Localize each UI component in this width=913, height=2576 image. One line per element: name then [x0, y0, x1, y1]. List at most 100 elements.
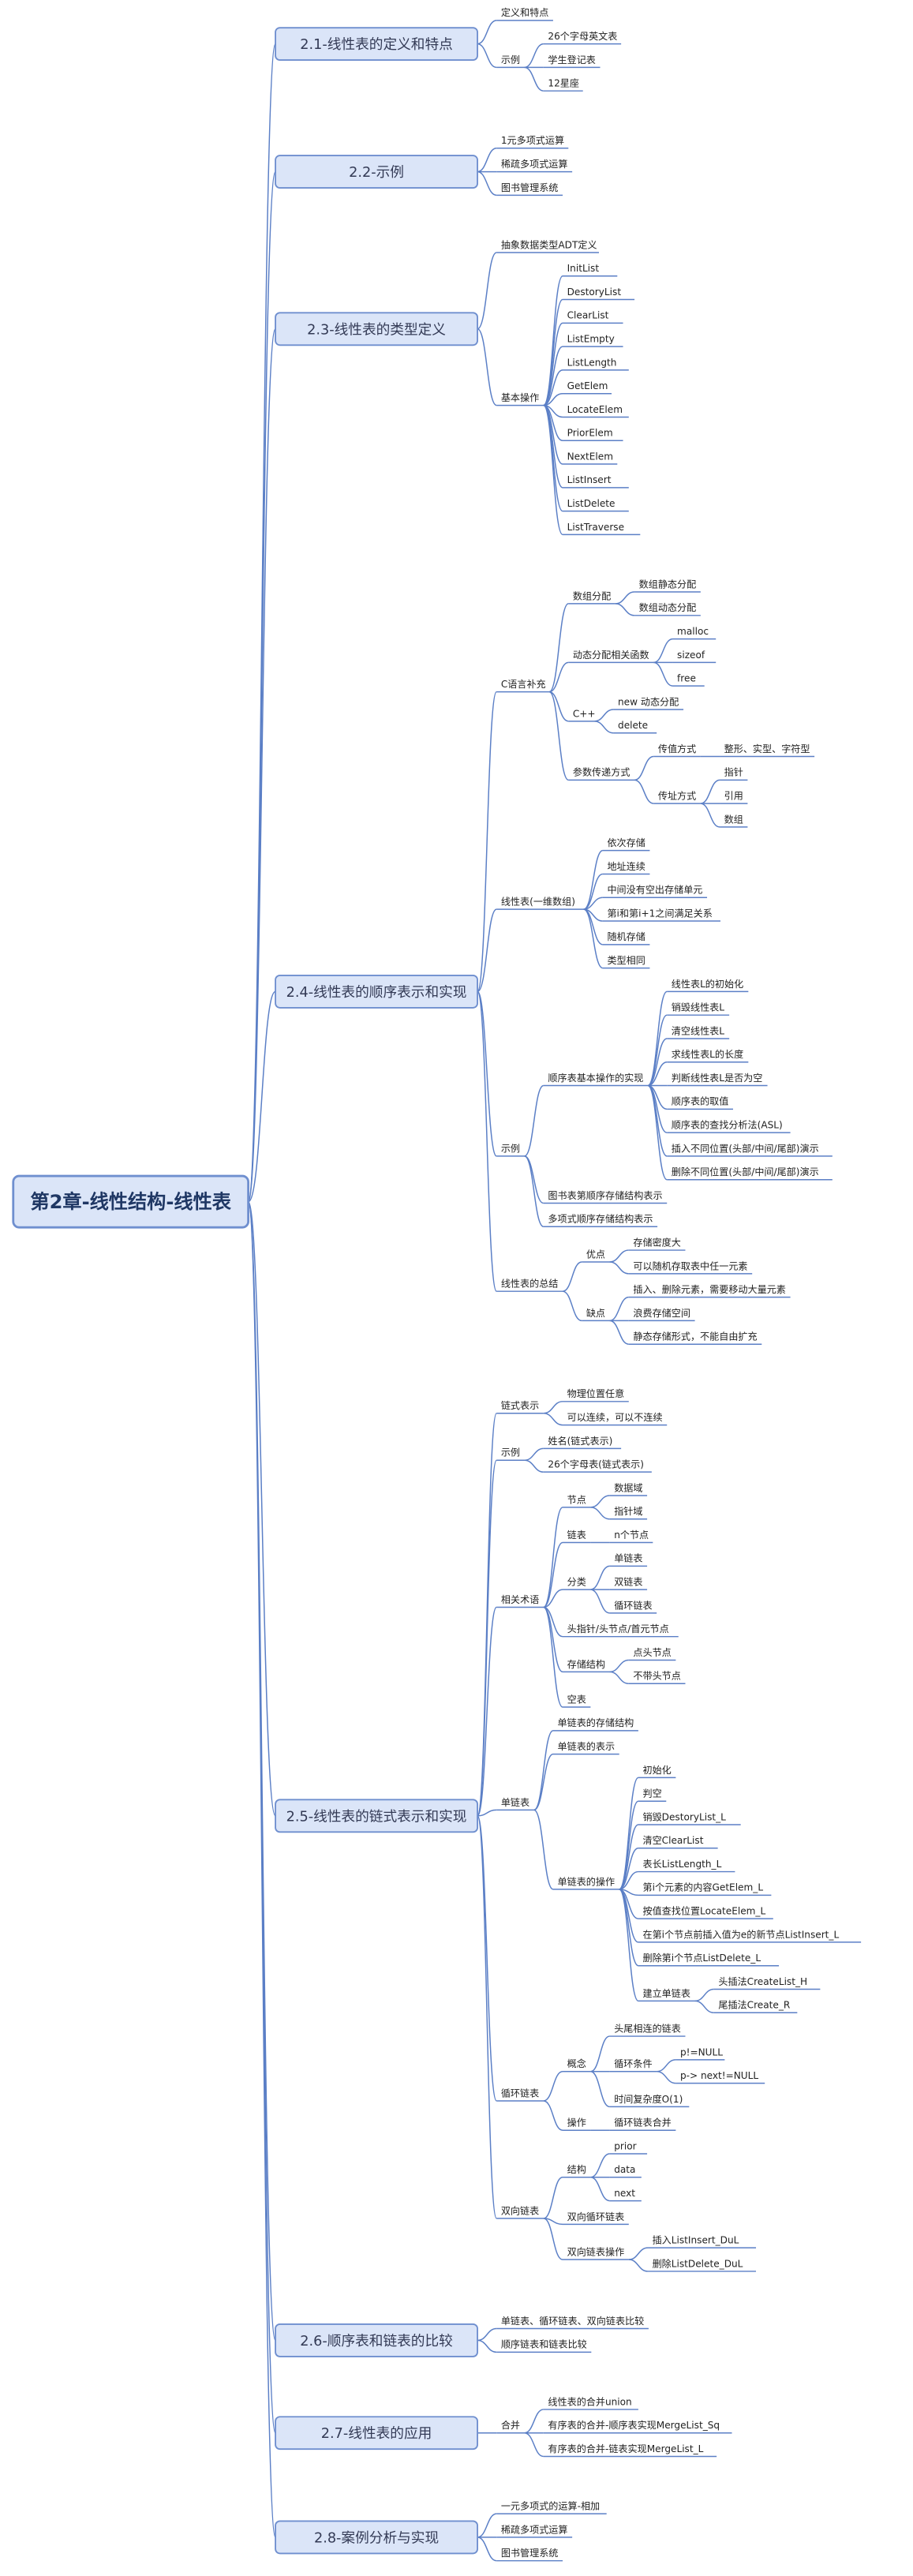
topic-node-i-i-1[interactable]: 第i和第i+1之间满足关系	[602, 908, 720, 922]
topic-node-sizeof[interactable]: sizeof	[672, 650, 717, 664]
topic-node[interactable]: 动态分配相关函数	[568, 649, 654, 664]
section-node-2[interactable]: 2.2-示例	[275, 155, 478, 189]
topic-node-listempty[interactable]: ListEmpty	[563, 334, 623, 347]
topic-node-26[interactable]: 26个字母英文表	[543, 30, 622, 45]
topic-node[interactable]: 物理位置任意	[563, 1387, 629, 1402]
topic-node-listtraverse[interactable]: ListTraverse	[563, 522, 641, 536]
section-node-7[interactable]: 2.7-线性表的应用	[275, 2416, 478, 2451]
topic-node[interactable]: 头尾相连的链表	[609, 2022, 686, 2037]
topic-node-locateelem[interactable]: LocateElem	[563, 404, 629, 418]
topic-node[interactable]: 数据域	[609, 1481, 648, 1496]
topic-node[interactable]: 类型相同	[602, 955, 650, 969]
topic-node-clearlist[interactable]: ClearList	[563, 310, 623, 324]
topic-node[interactable]: 整形、实型、字符型	[720, 743, 815, 758]
topic-node[interactable]: 双向链表	[496, 2204, 544, 2219]
root-node[interactable]: 第2章-线性结构-线性表	[12, 1174, 250, 1229]
topic-node-c[interactable]: C语言补充	[496, 678, 550, 693]
topic-node[interactable]: 指针	[720, 766, 748, 781]
topic-node[interactable]: 不带头节点	[628, 1671, 686, 1685]
topic-node[interactable]: 建立单链表	[638, 1987, 695, 2002]
topic-node[interactable]: 顺序表的取值	[667, 1095, 733, 1110]
topic-node-create-r[interactable]: 尾插法Create_R	[713, 2000, 798, 2014]
topic-node[interactable]: 空表	[563, 1694, 591, 1708]
topic-node[interactable]: 循环链表	[496, 2087, 544, 2102]
topic-node-listdelete-dul[interactable]: 删除ListDelete_DuL	[648, 2257, 757, 2272]
topic-node[interactable]: 存储结构	[563, 1658, 610, 1673]
topic-node-12[interactable]: 12星座	[543, 77, 583, 92]
topic-node-l[interactable]: 销毁线性表L	[667, 1002, 730, 1016]
topic-node[interactable]: 链表	[563, 1529, 591, 1544]
topic-node[interactable]: 浪费存储空间	[628, 1307, 695, 1322]
topic-node[interactable]: 相关术语	[496, 1594, 544, 1608]
topic-node[interactable]: 优点	[582, 1249, 610, 1263]
section-node-4[interactable]: 2.4-线性表的顺序表示和实现	[275, 974, 478, 1009]
topic-node[interactable]: 数组静态分配	[634, 578, 701, 593]
topic-node-l[interactable]: 清空线性表L	[667, 1025, 730, 1039]
topic-node-free[interactable]: free	[672, 673, 705, 687]
topic-node[interactable]: 学生登记表	[543, 54, 601, 69]
topic-node-l[interactable]: 判断线性表L是否为空	[667, 1072, 768, 1087]
topic-node[interactable]: 双链表	[609, 1576, 648, 1590]
topic-node[interactable]: 传址方式	[653, 790, 701, 804]
topic-node[interactable]: 顺序表基本操作的实现	[543, 1072, 649, 1087]
topic-node-i-listdelete-l[interactable]: 删除第i个节点ListDelete_L	[638, 1952, 780, 1967]
topic-node-mergelist-sq[interactable]: 有序表的合并-顺序表实现MergeList_Sq	[543, 2419, 732, 2434]
topic-node[interactable]: 插入、删除元素，需要移动大量元素	[628, 1283, 791, 1298]
topic-node[interactable]: 中间没有空出存储单元	[602, 884, 708, 898]
topic-node[interactable]: 基本操作	[496, 391, 544, 406]
topic-node-l[interactable]: 求线性表L的长度	[667, 1048, 749, 1063]
topic-node-p-null[interactable]: p!=NULL	[675, 2046, 725, 2061]
topic-node[interactable]: 姓名(链式表示)	[543, 1435, 622, 1450]
topic-node[interactable]: 结构	[563, 2163, 591, 2178]
topic-node[interactable]: 多项式顺序存储结构表示	[543, 1213, 658, 1228]
topic-node[interactable]: 数组分配	[568, 590, 616, 605]
topic-node[interactable]: 图书管理系统	[496, 182, 563, 197]
topic-node[interactable]: 稀疏多项式运算	[496, 2523, 573, 2538]
topic-node-delete[interactable]: delete	[613, 720, 657, 734]
topic-node-asl[interactable]: 顺序表的查找分析法(ASL)	[667, 1119, 791, 1133]
topic-node[interactable]: 示例	[496, 1143, 525, 1157]
topic-node-createlist-h[interactable]: 头插法CreateList_H	[713, 1976, 821, 1990]
topic-node[interactable]: 头指针/头节点/首元节点	[563, 1623, 679, 1638]
topic-node[interactable]: 合并	[496, 2419, 525, 2434]
section-node-6[interactable]: 2.6-顺序表和链表的比较	[275, 2323, 478, 2357]
topic-node[interactable]: 稀疏多项式运算	[496, 158, 573, 173]
topic-node[interactable]: 链式表示	[496, 1399, 544, 1414]
topic-node[interactable]: 单链表的存储结构	[552, 1717, 638, 1732]
topic-node[interactable]: 指针域	[609, 1505, 648, 1520]
topic-node[interactable]: 线性表(一维数组)	[496, 896, 584, 910]
topic-node[interactable]: 依次存储	[602, 837, 650, 852]
topic-node-prior[interactable]: prior	[609, 2140, 648, 2155]
topic-node[interactable]: 节点	[563, 1494, 591, 1508]
topic-node[interactable]: 循环链表合并	[609, 2117, 676, 2131]
topic-node-destorylist-l[interactable]: 销毁DestoryList_L	[638, 1810, 741, 1825]
topic-node[interactable]: 线性表的总结	[496, 1278, 563, 1292]
topic-node-new[interactable]: new 动态分配	[613, 696, 684, 710]
topic-node-destorylist[interactable]: DestoryList	[563, 286, 635, 301]
topic-node[interactable]: 一元多项式的运算-相加	[496, 2500, 607, 2514]
topic-node-i-e-listinsert-l[interactable]: 在第i个节点前插入值为e的新节点ListInsert_L	[638, 1928, 862, 1943]
topic-node-adt[interactable]: 抽象数据类型ADT定义	[496, 238, 600, 253]
topic-node[interactable]: 存储密度大	[628, 1236, 686, 1251]
topic-node[interactable]: 参数传递方式	[568, 766, 635, 781]
topic-node[interactable]: 顺序链表和链表比较	[496, 2338, 592, 2353]
topic-node-listlength[interactable]: ListLength	[563, 357, 629, 371]
topic-node-n[interactable]: n个节点	[609, 1530, 653, 1544]
topic-node[interactable]: 判空	[638, 1788, 667, 1802]
topic-node-listlength-l[interactable]: 表长ListLength_L	[638, 1859, 735, 1873]
topic-node[interactable]: 双向循环链表	[563, 2211, 629, 2226]
topic-node[interactable]: 单链表的表示	[552, 1740, 619, 1755]
topic-node[interactable]: 引用	[720, 791, 748, 804]
topic-node-next[interactable]: next	[609, 2188, 642, 2202]
topic-node[interactable]: 双向链表操作	[563, 2245, 629, 2260]
section-node-1[interactable]: 2.1-线性表的定义和特点	[275, 27, 478, 62]
section-node-5[interactable]: 2.5-线性表的链式表示和实现	[275, 1799, 478, 1833]
topic-node[interactable]: 可以随机存取表中任一元素	[628, 1260, 753, 1275]
topic-node[interactable]: 数组动态分配	[634, 601, 701, 616]
topic-node-union[interactable]: 线性表的合并union	[543, 2395, 638, 2410]
topic-node[interactable]: 可以连续，可以不连续	[563, 1411, 668, 1426]
topic-node[interactable]: 数组	[720, 813, 748, 828]
topic-node-c[interactable]: C++	[568, 708, 596, 722]
topic-node[interactable]: 初始化	[638, 1765, 676, 1779]
topic-node-mergelist-l[interactable]: 有序表的合并-链表实现MergeList_L	[543, 2443, 717, 2458]
